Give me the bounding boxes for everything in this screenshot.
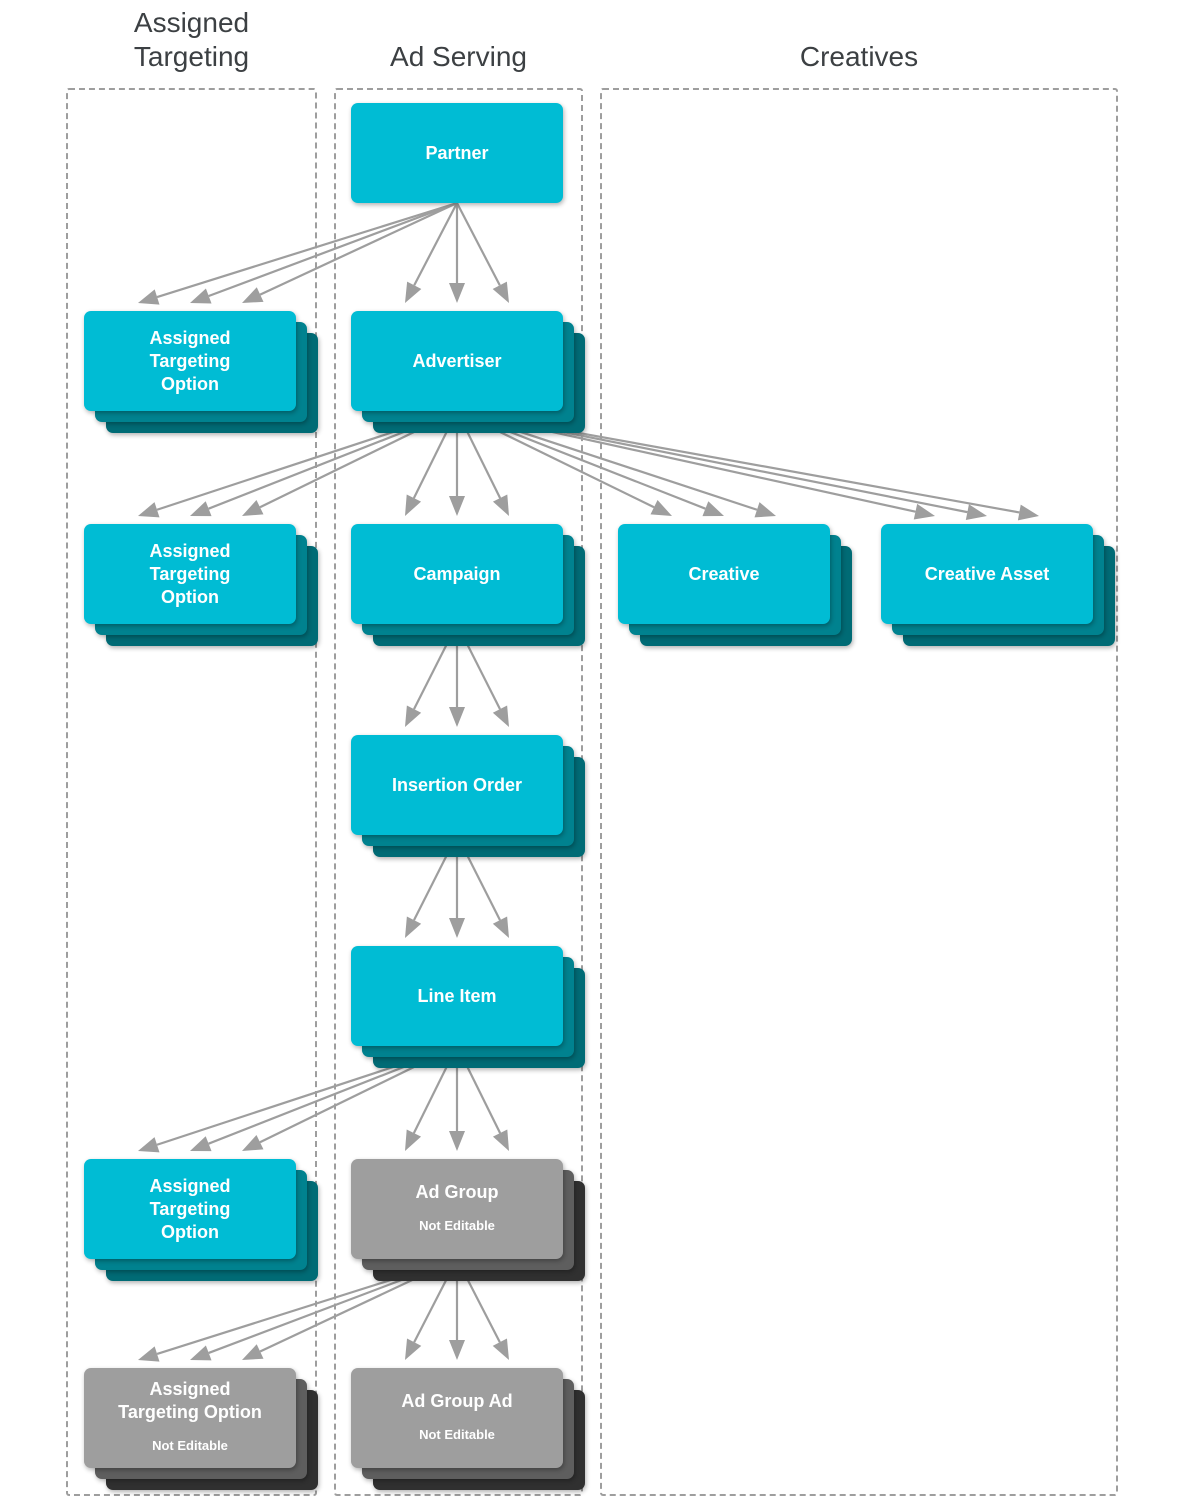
node-stack-front-creative-asset [881, 524, 1093, 624]
node-face-ato-lineitem: Assigned Targeting Option [84, 1159, 296, 1259]
node-stack-front-ad-group [351, 1159, 563, 1259]
node-advertiser[interactable]: Advertiser [351, 311, 585, 433]
node-face-campaign: Campaign [351, 524, 563, 624]
node-label-ato-advertiser: Assigned Targeting Option [149, 540, 231, 607]
node-creative-asset[interactable]: Creative Asset [881, 524, 1115, 646]
node-stack-front-creative [618, 524, 830, 624]
node-stack-front-line-item [351, 946, 563, 1046]
node-stack-front-advertiser [351, 311, 563, 411]
node-stack-front-insertion-order [351, 735, 563, 835]
node-label-ad-group: Ad Group [415, 1181, 499, 1202]
node-label-campaign: Campaign [413, 563, 501, 584]
node-face-partner: Partner [351, 103, 563, 203]
node-badge-not-editable-ato-adgroup: Not Editable [152, 1438, 228, 1453]
column-title-creatives: Creatives [799, 41, 919, 72]
node-stack-front-campaign [351, 524, 563, 624]
node-face-ato-partner: Assigned Targeting Option [84, 311, 296, 411]
node-stack-front-ato-lineitem [84, 1159, 296, 1259]
node-label-ato-partner: Assigned Targeting Option [149, 327, 231, 394]
group-container-assigned-targeting [66, 88, 317, 1496]
node-label-partner: Partner [425, 142, 489, 163]
node-badge-not-editable-ad-group: Not Editable [419, 1217, 495, 1233]
node-label-creative: Creative [688, 563, 760, 584]
column-title-assigned-targeting: Assigned Targeting [133, 7, 250, 72]
node-face-creative: Creative [618, 524, 830, 624]
node-stack-front-ad-group-ad [351, 1368, 563, 1468]
node-label-insertion-order: Insertion Order [391, 774, 523, 795]
node-badge-not-editable-ad-group-ad: Not Editable [419, 1426, 495, 1442]
node-face-insertion-order: Insertion Order [351, 735, 563, 835]
node-face-creative-asset: Creative Asset [881, 524, 1093, 624]
node-face-line-item: Line Item [351, 946, 563, 1046]
node-partner[interactable]: Partner [351, 103, 563, 203]
node-ato-advertiser[interactable]: Assigned Targeting Option [84, 524, 318, 646]
node-ato-lineitem[interactable]: Assigned Targeting Option [84, 1159, 318, 1281]
node-face-ato-advertiser: Assigned Targeting Option [84, 524, 296, 624]
node-creative[interactable]: Creative [618, 524, 852, 646]
group-container-creatives [600, 88, 1118, 1496]
node-insertion-order[interactable]: Insertion Order [351, 735, 585, 857]
node-label-ad-group-ad: Ad Group Ad [401, 1390, 513, 1411]
node-campaign[interactable]: Campaign [351, 524, 585, 646]
node-label-ato-lineitem: Assigned Targeting Option [149, 1175, 231, 1242]
node-stack-front-ato-advertiser [84, 524, 296, 624]
node-stack-front-partner [351, 103, 563, 203]
node-label-creative-asset: Creative Asset [924, 563, 1050, 584]
node-ato-partner[interactable]: Assigned Targeting Option [84, 311, 318, 433]
node-face-ad-group-ad: Ad Group Ad Not Editable [351, 1368, 563, 1468]
node-stack-front-ato-adgroup [84, 1368, 296, 1468]
column-title-ad-serving: Ad Serving [390, 41, 527, 72]
node-label-line-item: Line Item [417, 985, 497, 1006]
node-label-advertiser: Advertiser [412, 350, 502, 371]
node-ad-group-ad[interactable]: Ad Group Ad Not Editable [351, 1368, 585, 1490]
node-stack-front-ato-partner [84, 311, 296, 411]
node-label-ato-adgroup: Assigned Targeting Option [118, 1379, 262, 1422]
node-face-advertiser: Advertiser [351, 311, 563, 411]
node-line-item[interactable]: Line Item [351, 946, 585, 1068]
